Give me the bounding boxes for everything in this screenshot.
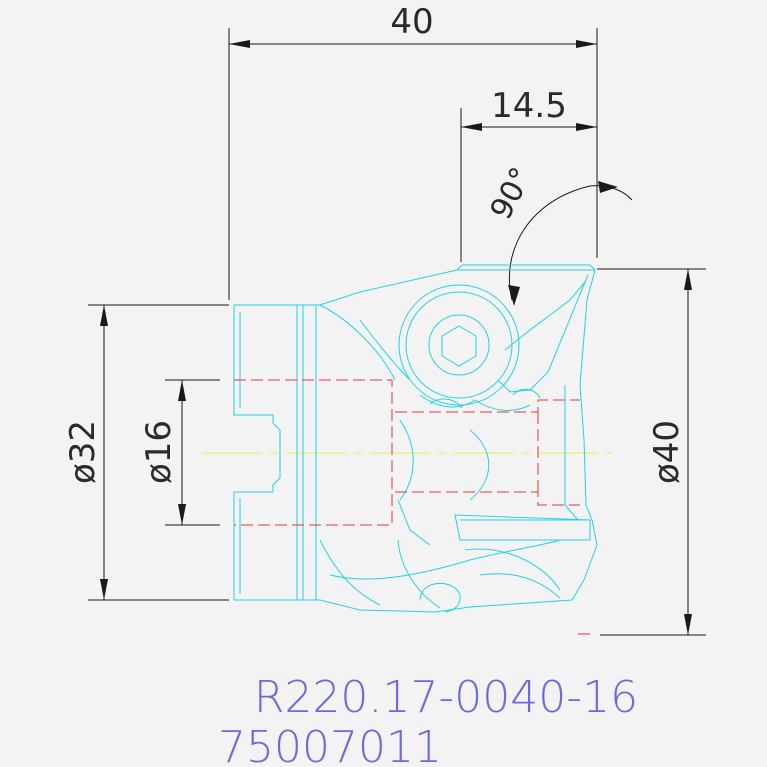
hex-socket-icon	[441, 325, 477, 367]
hidden-lines	[234, 379, 592, 635]
dimension-angle: 90°	[484, 162, 633, 306]
dimension-shank-diameter-label: ø32	[63, 420, 103, 484]
dimension-overall-width: 40	[228, 2, 598, 300]
dimension-insert-offset-label: 14.5	[491, 86, 567, 126]
dimension-insert-offset: 14.5	[460, 86, 597, 262]
dimension-angle-label: 90°	[484, 162, 540, 225]
dimension-shank-diameter: ø32	[63, 304, 229, 601]
dimension-bore-diameter: ø16	[139, 379, 220, 526]
dimension-bore-diameter-label: ø16	[139, 420, 179, 484]
dimension-cutting-diameter-label: ø40	[647, 420, 687, 484]
part-number: 75007011	[218, 722, 442, 767]
dimension-cutting-diameter: ø40	[597, 268, 706, 636]
part-code: R220.17-0040-16	[254, 672, 638, 723]
cutter-body-outline	[233, 264, 598, 613]
dimension-overall-width-label: 40	[390, 2, 433, 42]
clamp-screw	[398, 284, 520, 406]
